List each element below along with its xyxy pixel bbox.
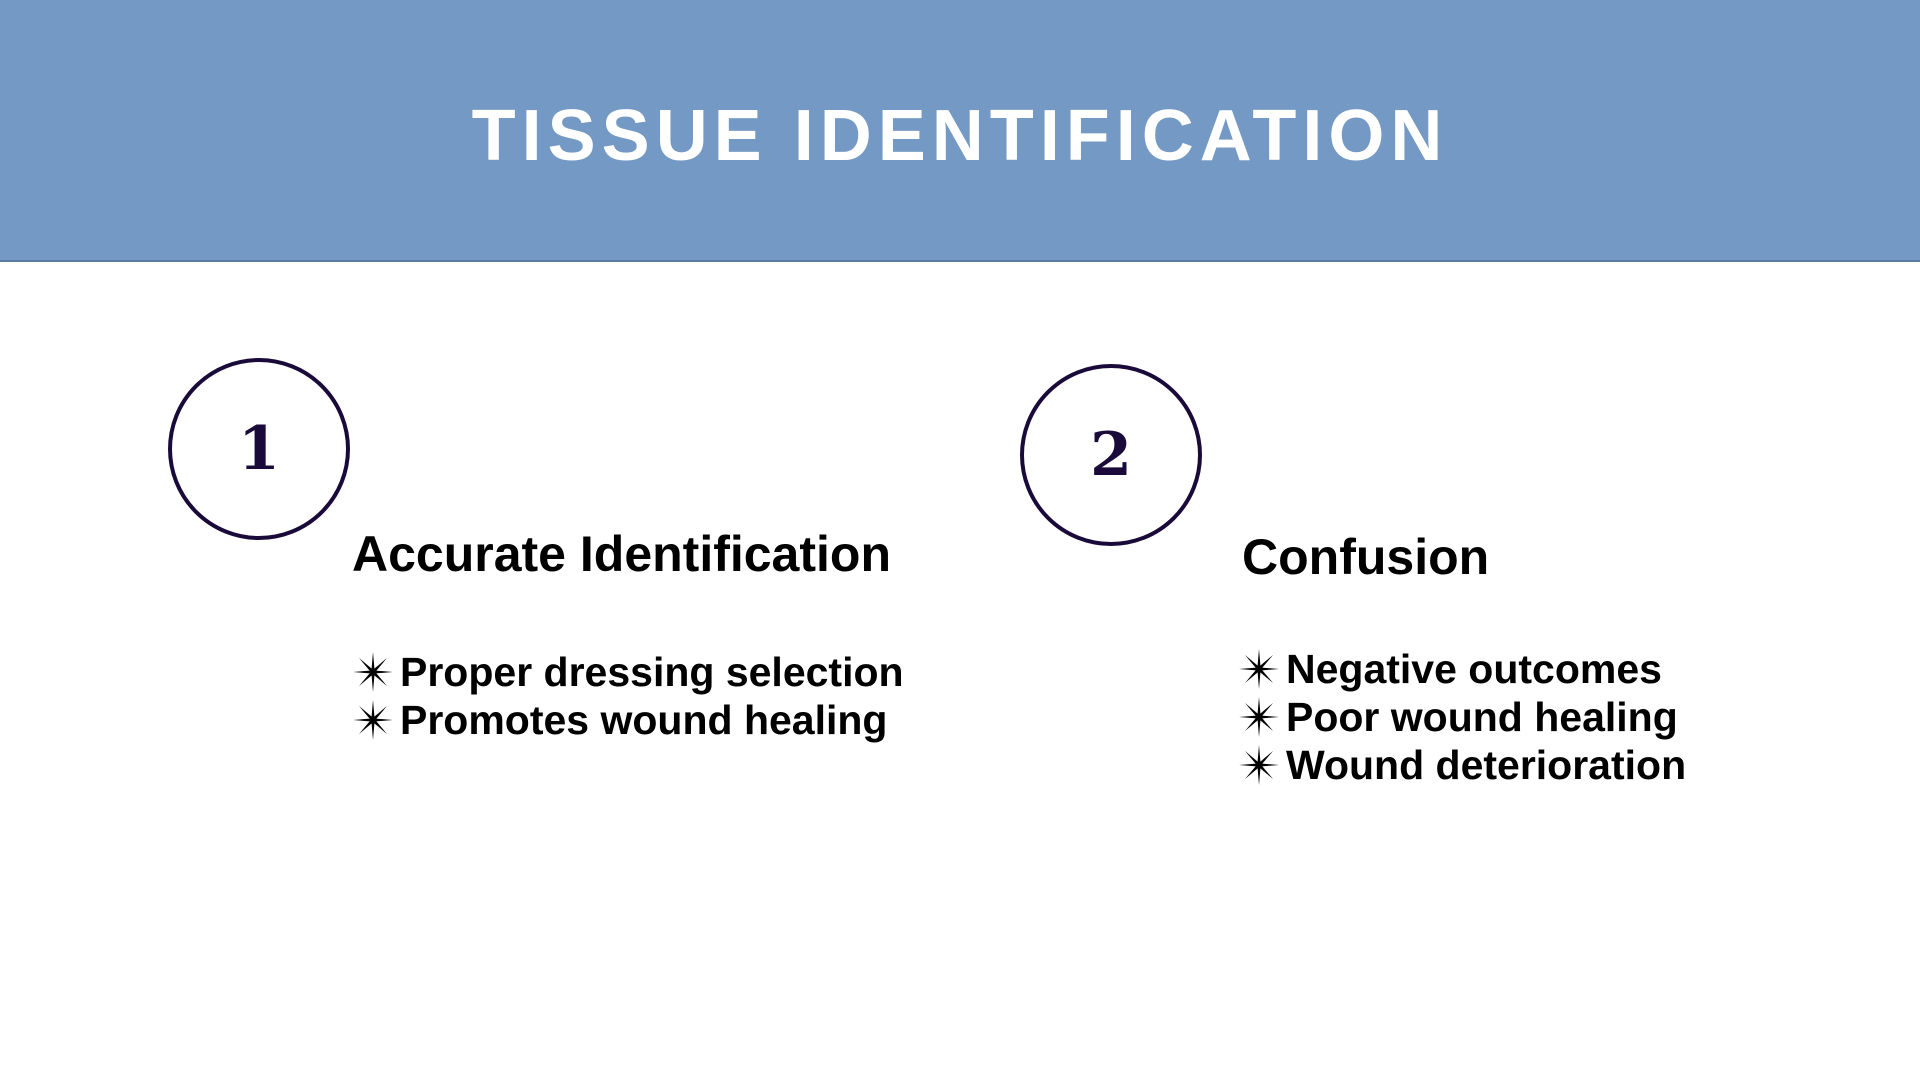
star-bullet-icon	[1239, 649, 1279, 689]
list-item: Poor wound healing	[1238, 693, 1686, 741]
bullet-text: Proper dressing selection	[400, 648, 904, 695]
number-badge-1: 1	[168, 358, 350, 540]
number-badge-2: 2	[1020, 364, 1202, 546]
star-bullet-icon	[353, 700, 393, 740]
bullet-text: Promotes wound healing	[400, 696, 888, 743]
title-banner: TISSUE IDENTIFICATION	[0, 0, 1920, 262]
section-heading-confusion: Confusion	[1242, 529, 1490, 585]
bullet-list-1: Proper dressing selection Promotes wound…	[352, 648, 904, 744]
list-item: Promotes wound healing	[352, 696, 904, 744]
star-bullet-icon	[1239, 745, 1279, 785]
star-bullet-icon	[1239, 697, 1279, 737]
bullet-text: Poor wound healing	[1286, 693, 1678, 740]
number-label: 2	[1090, 420, 1132, 490]
list-item: Wound deterioration	[1238, 741, 1686, 789]
section-heading-accurate-identification: Accurate Identification	[352, 526, 891, 582]
list-item: Negative outcomes	[1238, 645, 1686, 693]
bullet-text: Negative outcomes	[1286, 645, 1662, 692]
number-label: 1	[238, 414, 280, 484]
list-item: Proper dressing selection	[352, 648, 904, 696]
bullet-list-2: Negative outcomes Poor wound healing	[1238, 645, 1686, 789]
bullet-text: Wound deterioration	[1286, 741, 1687, 788]
slide-title: TISSUE IDENTIFICATION	[471, 96, 1449, 176]
star-bullet-icon	[353, 652, 393, 692]
